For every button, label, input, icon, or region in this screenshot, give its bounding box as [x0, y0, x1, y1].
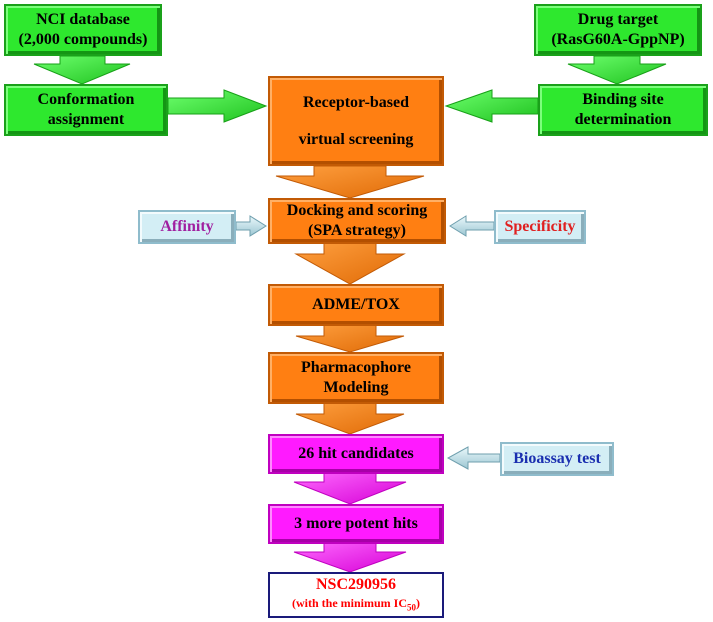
final-note-suffix: ): [416, 595, 420, 610]
arrow-nci-to-conformation: [33, 55, 131, 85]
binding-site-box: Binding site determination: [538, 84, 708, 136]
arrow-hits-to-potent: [293, 471, 407, 505]
final-note-prefix: (with the minimum IC: [291, 595, 407, 610]
affinity-box: Affinity: [138, 210, 236, 244]
specificity-box: Specificity: [494, 210, 586, 244]
arrow-adme-to-pharmacophore: [295, 323, 405, 353]
final-compound-box: NSC290956 (with the minimum IC50): [268, 572, 444, 618]
potent-hits-box: 3 more potent hits: [268, 504, 444, 544]
conformation-line2: assignment: [47, 111, 125, 128]
pharmacophore-line2: Modeling: [323, 379, 389, 396]
arrow-pharmacophore-to-hits: [295, 401, 405, 435]
conformation-assignment-box: Conformation assignment: [4, 84, 168, 136]
arrow-potent-to-final: [293, 541, 407, 573]
bioassay-box: Bioassay test: [500, 442, 614, 476]
arrow-docking-to-adme: [294, 241, 406, 285]
arrow-target-to-binding: [567, 55, 667, 85]
arrow-binding-to-screening: [444, 89, 539, 123]
receptor-screening-box: Receptor-based virtual screening: [268, 76, 444, 166]
nci-database-box: NCI database (2,000 compounds): [4, 4, 162, 56]
receptor-screening-line1: Receptor-based: [302, 93, 410, 111]
arrow-conformation-to-screening: [167, 89, 268, 123]
drug-target-line1: Drug target: [577, 11, 659, 28]
potent-hits-label: 3 more potent hits: [294, 515, 418, 532]
arrow-bioassay-to-hits: [446, 446, 501, 470]
hit-candidates-box: 26 hit candidates: [268, 434, 444, 474]
docking-scoring-box: Docking and scoring (SPA strategy): [268, 198, 446, 244]
nci-database-line1: NCI database: [36, 11, 130, 28]
binding-site-line1: Binding site: [582, 91, 664, 108]
conformation-line1: Conformation: [37, 91, 135, 108]
docking-line2: (SPA strategy): [308, 222, 406, 239]
pharmacophore-line1: Pharmacophore: [301, 359, 411, 376]
affinity-label: Affinity: [160, 218, 214, 235]
receptor-screening-line2: virtual screening: [298, 130, 414, 148]
binding-site-line2: determination: [574, 111, 672, 128]
final-note-subscript: 50: [407, 602, 416, 613]
arrow-screening-to-docking: [275, 165, 425, 199]
specificity-label: Specificity: [504, 218, 576, 235]
drug-target-box: Drug target (RasG60A-GppNP): [534, 4, 702, 56]
adme-tox-box: ADME/TOX: [268, 284, 444, 326]
arrow-affinity-to-docking: [235, 215, 267, 237]
docking-line1: Docking and scoring: [286, 202, 428, 219]
pharmacophore-box: Pharmacophore Modeling: [268, 352, 444, 404]
final-compound-name: NSC290956: [315, 575, 396, 593]
drug-target-line2: (RasG60A-GppNP): [551, 31, 685, 48]
final-compound-note: (with the minimum IC50): [292, 595, 420, 615]
bioassay-label: Bioassay test: [513, 450, 601, 467]
nci-database-line2: (2,000 compounds): [18, 31, 148, 48]
hit-candidates-label: 26 hit candidates: [298, 445, 414, 462]
arrow-specificity-to-docking: [449, 215, 495, 237]
adme-tox-label: ADME/TOX: [312, 296, 400, 313]
